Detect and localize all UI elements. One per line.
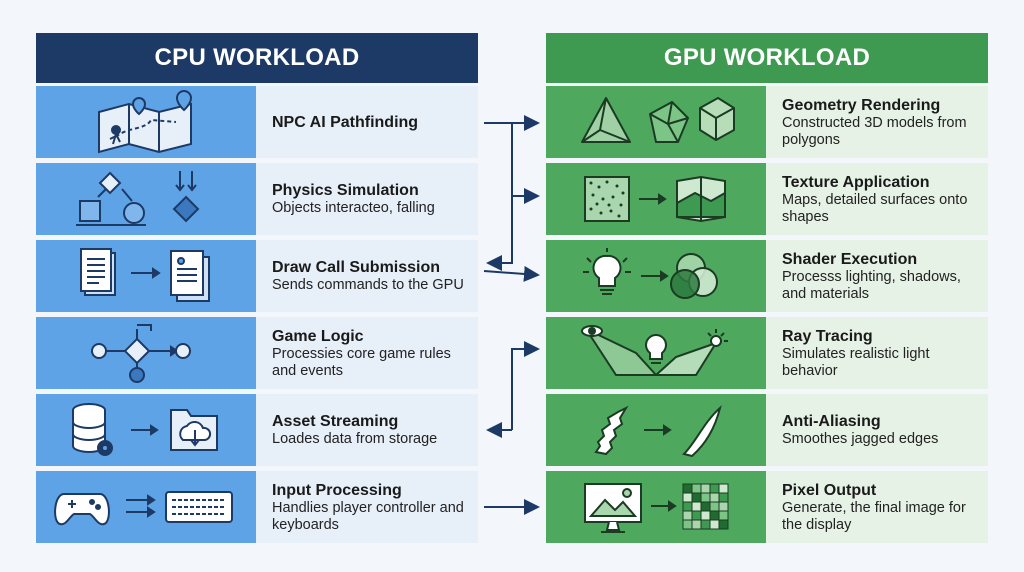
row-description: Handlies player controller and keyboards [272, 499, 464, 533]
cpu-row-physics-simulation: Physics Simulation Objects interacteo, f… [36, 163, 478, 235]
gpu-row-texture-application: Texture Application Maps, detailed surfa… [546, 163, 988, 235]
pixel-cell [691, 501, 702, 512]
pixel-cell [682, 510, 693, 521]
row-description: Sends commands to the GPU [272, 277, 464, 293]
cpu-row-npc-pathfinding: NPC AI Pathfinding [36, 86, 478, 158]
pixel-cell [709, 492, 720, 503]
cpu-workload-panel: CPU WORKLOAD NPC AI Pathfinding [36, 33, 478, 543]
gpu-row-pixel-output: Pixel Output Generate, the final image f… [546, 471, 988, 543]
pixel-cell [709, 510, 720, 521]
map-pathfinding-icon [98, 90, 193, 154]
database-folder-icon [72, 403, 218, 456]
pixel-cell [709, 501, 720, 512]
pixel-cell [691, 483, 702, 494]
row-description: Processies core game rules and events [272, 345, 451, 379]
pixel-cell [718, 483, 729, 494]
row-description: Generate, the final image for the displa… [782, 499, 966, 533]
gamepad-keyboard-icon [54, 491, 233, 526]
gpu-row-shader-execution: Shader Execution Processs lighting, shad… [546, 240, 988, 312]
physics-shapes-icon [76, 171, 200, 226]
pixel-cell [691, 492, 702, 503]
gpu-row-geometry-rendering: Geometry Rendering Constructed 3D models… [546, 86, 988, 158]
pixel-cell [700, 483, 711, 494]
gpu-row-ray-tracing: Ray Tracing Simulates realistic light be… [546, 317, 988, 389]
row-description: Loades data from storage [272, 431, 438, 447]
flowchart-icon [91, 324, 191, 383]
cpu-row-input-processing: Input Processing Handlies player control… [36, 471, 478, 543]
gpu-row-anti-aliasing: Anti-Aliasing Smoothes jagged edges [546, 394, 988, 466]
row-title: Pixel Output [782, 481, 877, 499]
row-title: Asset Streaming [272, 413, 399, 430]
jagged-edge-icon [594, 405, 722, 458]
pixel-cell [682, 483, 693, 494]
pixel-cell [700, 519, 711, 530]
pixel-cell [691, 519, 702, 530]
row-title: Physics Simulation [272, 182, 419, 199]
row-title: Geometry Rendering [782, 96, 941, 114]
gpu-workload-panel: GPU WORKLOAD Geometry Rendering Construc… [546, 33, 988, 543]
documents-transfer-icon [80, 248, 210, 302]
row-title: Shader Execution [782, 250, 918, 268]
pixel-cell [682, 519, 693, 530]
pixel-cell [718, 501, 729, 512]
polyhedra-icon [581, 97, 735, 143]
row-title: Anti-Aliasing [782, 413, 881, 430]
cpu-row-asset-streaming: Asset Streaming Loades data from storage [36, 394, 478, 466]
monitor-pixels-icon [584, 483, 729, 533]
pixel-cell [709, 519, 720, 530]
pixel-cell [718, 510, 729, 521]
cpu-row-game-logic: Game Logic Processies core game rules an… [36, 317, 478, 389]
cpu-header: CPU WORKLOAD [36, 33, 478, 83]
row-description: Objects interacteo, falling [272, 200, 435, 216]
pixel-cell [718, 519, 729, 530]
cpu-row-draw-call-submission: Draw Call Submission Sends commands to t… [36, 240, 478, 312]
gpu-header: GPU WORKLOAD [546, 33, 988, 83]
pixel-cell [700, 510, 711, 521]
pixel-cell [700, 501, 711, 512]
texture-map-icon [584, 175, 726, 223]
row-title: Input Processing [272, 481, 402, 499]
row-description: Smoothes jagged edges [782, 431, 939, 447]
row-title: NPC AI Pathfinding [272, 113, 419, 131]
row-description: Constructed 3D models from polygons [782, 114, 967, 148]
pixel-cell [700, 492, 711, 503]
lightbulb-shading-icon [583, 248, 718, 299]
row-description: Maps, detailed surfaces onto shapes [782, 191, 968, 225]
row-title: Texture Application [782, 173, 930, 191]
row-description: Simulates realistic light behavior [782, 345, 930, 379]
pixel-cell [682, 492, 693, 503]
pixel-cell [682, 501, 693, 512]
ray-tracing-icon [581, 325, 728, 376]
row-description: Processs lighting, shadows, and material… [782, 268, 961, 302]
row-title: Draw Call Submission [272, 259, 441, 276]
row-title: Game Logic [272, 327, 364, 345]
row-title: Ray Tracing [782, 327, 873, 345]
pixel-cell [691, 510, 702, 521]
pixel-cell [709, 483, 720, 494]
pixel-cell [718, 492, 729, 503]
